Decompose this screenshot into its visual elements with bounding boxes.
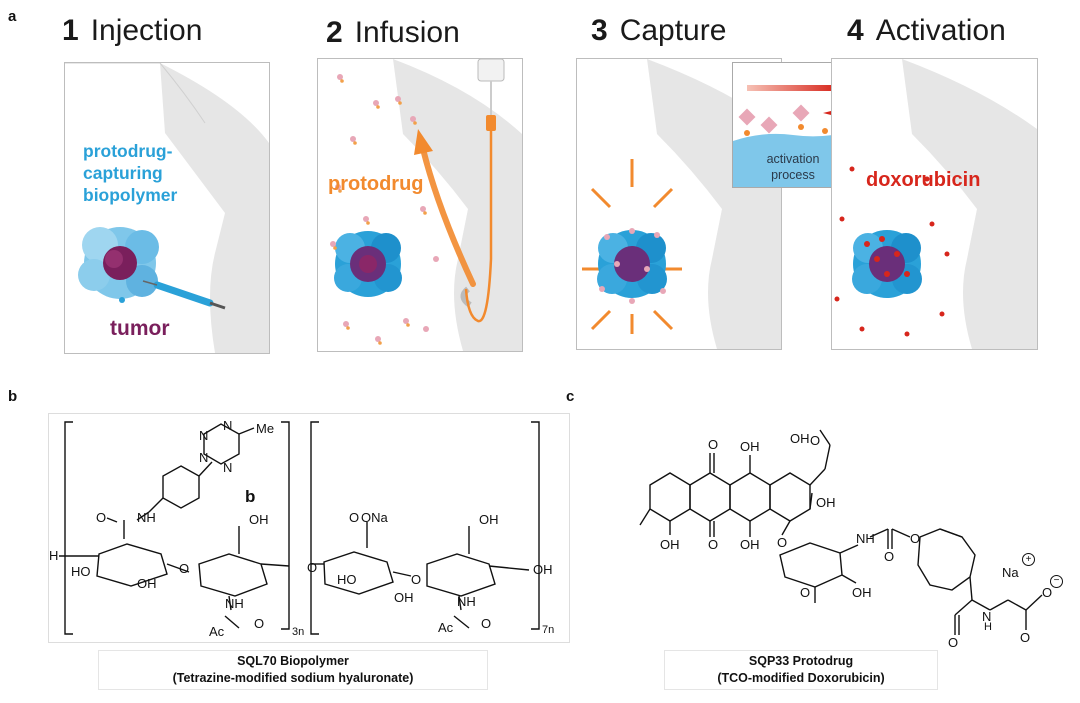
ho-label: HO — [337, 572, 357, 587]
o-atom: O — [349, 510, 360, 525]
doxorubicin-particles — [834, 166, 950, 337]
ona-label: ONa — [361, 510, 388, 525]
oh-label: OH — [816, 495, 836, 510]
sqp33-structure: O OH O OH OH O OH OH O O OH NH O O Na + … — [630, 425, 1070, 650]
n-atom: N — [199, 428, 209, 443]
panel-a-letter: a — [8, 8, 17, 25]
infusion-illustration — [330, 59, 522, 351]
na-label: Na — [1002, 565, 1019, 580]
o-atom: O — [179, 561, 190, 576]
oh-label: OH — [740, 537, 760, 552]
methyl-label: Me — [256, 421, 275, 436]
o-atom: O — [948, 635, 959, 650]
o-atom: O — [810, 433, 821, 448]
o-atom: O — [481, 616, 492, 631]
oh-label: OH — [790, 431, 810, 446]
oh-label: OH — [479, 512, 499, 527]
syringe — [142, 280, 226, 310]
iv-bag — [464, 59, 505, 323]
infusion-scene: protodrug — [317, 58, 523, 352]
sqp33-bonds — [639, 429, 1043, 635]
h-atom: H — [984, 621, 992, 633]
inner-b-label: b — [245, 487, 256, 506]
subscript-7n: 7n — [542, 624, 555, 636]
sqp33-caption: SQP33 Protodrug (TCO-modified Doxorubici… — [664, 650, 938, 690]
n-atom: N — [199, 450, 209, 465]
sql70-structure: Me N N N N b NH O OH O ONa OH H HO OH O … — [48, 413, 570, 643]
nh-label: NH — [137, 510, 156, 525]
acetyl-label: Ac — [209, 624, 225, 639]
protodrug-particles — [330, 74, 439, 342]
o-atom: O — [96, 510, 107, 525]
tumor-label: tumor — [110, 317, 170, 340]
biopolymer-label: protodrug- capturing biopolymer — [83, 141, 178, 205]
acetyl-label: Ac — [438, 620, 454, 635]
capture-scene — [576, 58, 782, 350]
oh-label: OH — [137, 576, 157, 591]
nh-label: NH — [856, 531, 875, 546]
o-atom: O — [708, 437, 719, 452]
o-atom: O — [910, 531, 921, 546]
plus-charge: + — [1022, 553, 1035, 566]
n-atom: N — [982, 609, 992, 624]
panel-c-letter: c — [566, 388, 575, 405]
flow-arrow — [420, 146, 476, 287]
subscript-3n: 3n — [292, 626, 305, 638]
o-atom: O — [777, 535, 788, 550]
n-atom: N — [223, 460, 233, 475]
minus-charge: − — [1050, 575, 1063, 588]
nh-label: NH — [457, 594, 476, 609]
tumor-blob — [852, 230, 922, 298]
injection-scene: protodrug- capturing biopolymer tumor — [64, 62, 270, 354]
oh-label: OH — [533, 562, 553, 577]
o-atom: O — [800, 585, 811, 600]
o-atom: O — [884, 549, 895, 564]
oh-label: OH — [852, 585, 872, 600]
doxorubicin-illustration — [834, 59, 1037, 349]
sql70-caption: SQL70 Biopolymer (Tetrazine-modified sod… — [98, 650, 488, 690]
activation-label: activation process — [766, 152, 820, 182]
o-atom: O — [254, 616, 265, 631]
activation-scene: doxorubicin — [831, 58, 1038, 350]
capture-arrows — [582, 159, 682, 334]
nh-label: NH — [225, 596, 244, 611]
tumor-blob — [597, 230, 667, 298]
o-atom: O — [411, 572, 422, 587]
injection-illustration — [65, 63, 269, 353]
oh-label: OH — [249, 512, 269, 527]
tumor-blob — [334, 231, 402, 297]
sql70-bonds — [59, 421, 540, 635]
doxorubicin-label: doxorubicin — [866, 169, 981, 191]
oh-label: OH — [740, 439, 760, 454]
panel-b-letter: b — [8, 388, 18, 405]
o-atom: O — [307, 560, 318, 575]
h-atom: H — [49, 548, 59, 563]
oh-label: OH — [660, 537, 680, 552]
oh-label: OH — [394, 590, 414, 605]
n-atom: N — [223, 418, 233, 433]
ho-label: HO — [71, 564, 91, 579]
o-atom: O — [1020, 630, 1031, 645]
o-atom: O — [708, 537, 719, 552]
o-atom: O — [1042, 585, 1053, 600]
tumor-blob — [78, 227, 159, 299]
protodrug-label: protodrug — [328, 173, 424, 195]
